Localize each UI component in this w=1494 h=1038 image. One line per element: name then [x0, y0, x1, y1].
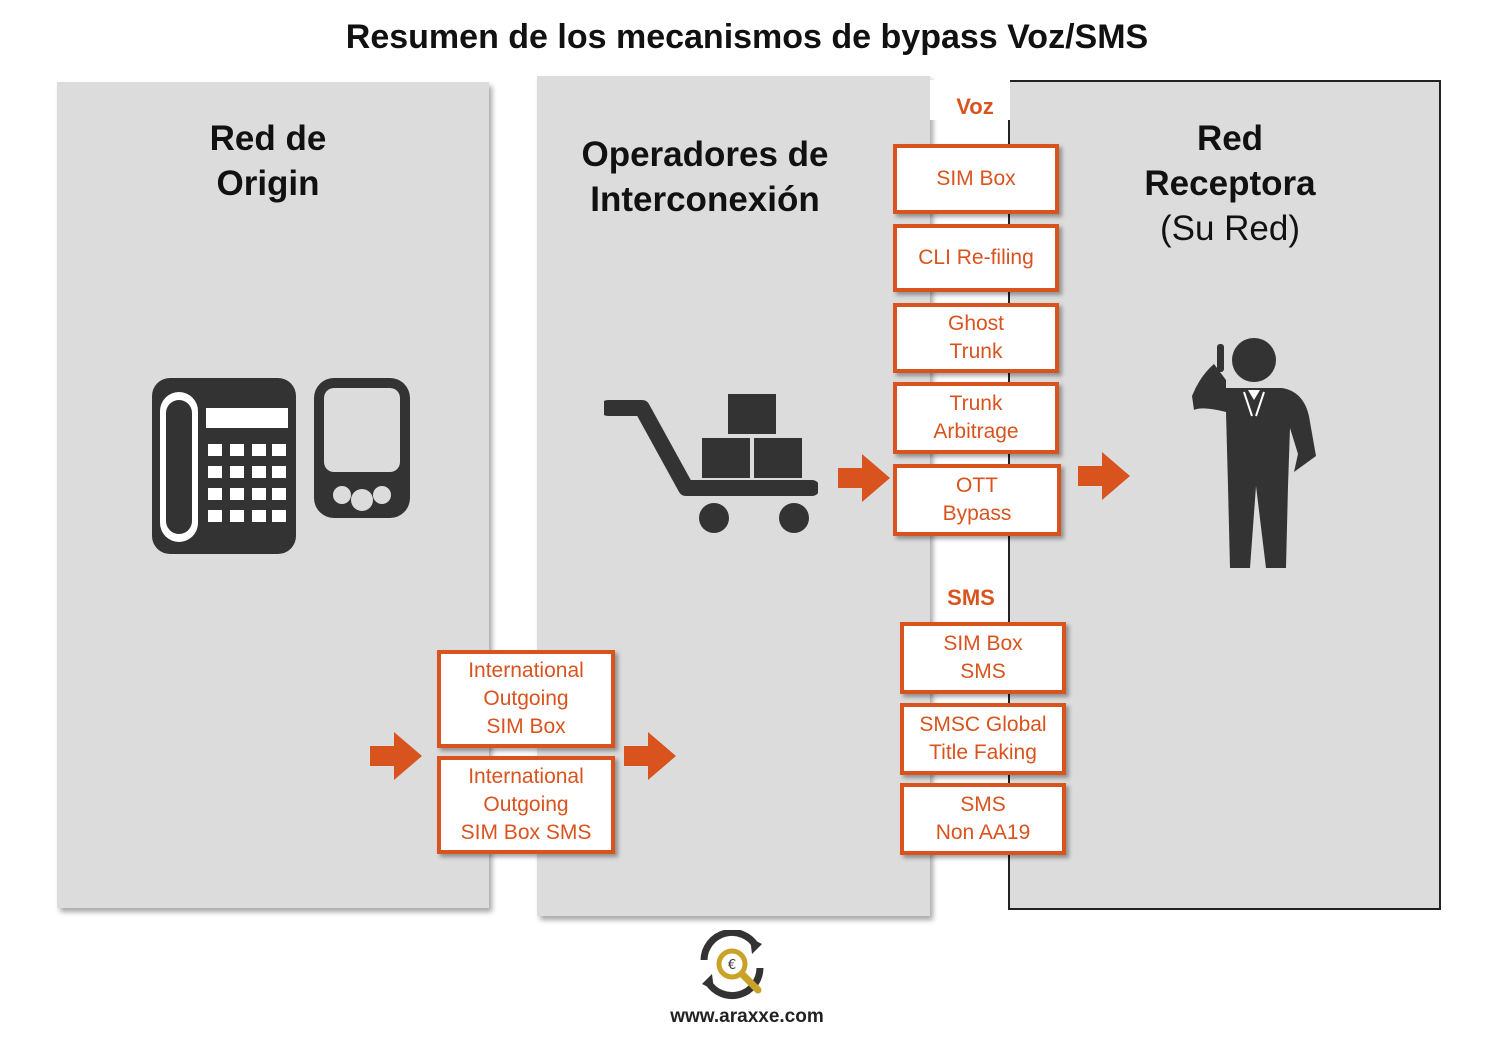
- origin-network-heading: Red de Origin: [148, 116, 388, 206]
- mobile-phone-icon: [314, 378, 410, 518]
- voice-label-background: [930, 80, 1010, 120]
- arrow-right-icon: [838, 454, 890, 502]
- arrow-right-icon: [370, 732, 422, 780]
- outgoing-item-sim-box: International Outgoing SIM Box: [437, 650, 615, 748]
- person-on-phone-icon: [1192, 338, 1316, 568]
- cart-icon: [604, 394, 818, 533]
- diagram-title: Resumen de los mecanismos de bypass Voz/…: [345, 18, 1149, 56]
- voice-group-label: Voz: [956, 94, 994, 119]
- desk-phone-icon: [152, 378, 296, 554]
- arrow-right-icon: [624, 732, 676, 780]
- voice-item-sim-box: SIM Box: [893, 144, 1059, 214]
- sms-item-sms-non-aa19: SMS Non AA19: [900, 783, 1066, 855]
- origin-heading-line1: Red de: [209, 119, 327, 158]
- receiver-heading-line1: Red: [1196, 119, 1264, 158]
- receiver-heading-line2: Receptora: [1144, 164, 1316, 203]
- araxxe-logo-icon: €: [700, 930, 764, 1000]
- interconnect-heading-line2: Interconexión: [590, 180, 820, 219]
- arrow-right-icon: [1078, 452, 1130, 500]
- sms-item-smsc-global-title-faking: SMSC Global Title Faking: [900, 703, 1066, 775]
- origin-heading-line2: Origin: [216, 164, 320, 203]
- interconnect-heading-line1: Operadores de: [581, 135, 829, 174]
- receiver-network-heading: Red Receptora (Su Red): [1110, 116, 1350, 251]
- sms-item-sim-box-sms: SIM Box SMS: [900, 622, 1066, 694]
- voice-item-trunk-arbitrage: Trunk Arbitrage: [893, 382, 1059, 454]
- voice-item-ghost-trunk: Ghost Trunk: [893, 303, 1059, 373]
- footer-url: www.araxxe.com: [670, 1006, 824, 1027]
- voice-item-cli-refiling: CLI Re-filing: [893, 224, 1059, 292]
- outgoing-item-sim-box-sms: International Outgoing SIM Box SMS: [437, 756, 615, 854]
- receiver-heading-line3: (Su Red): [1159, 209, 1301, 248]
- svg-text:€: €: [728, 958, 736, 973]
- sms-group-label: SMS: [947, 585, 995, 610]
- voice-item-ott-bypass: OTT Bypass: [893, 464, 1061, 536]
- interconnect-heading: Operadores de Interconexión: [555, 132, 855, 222]
